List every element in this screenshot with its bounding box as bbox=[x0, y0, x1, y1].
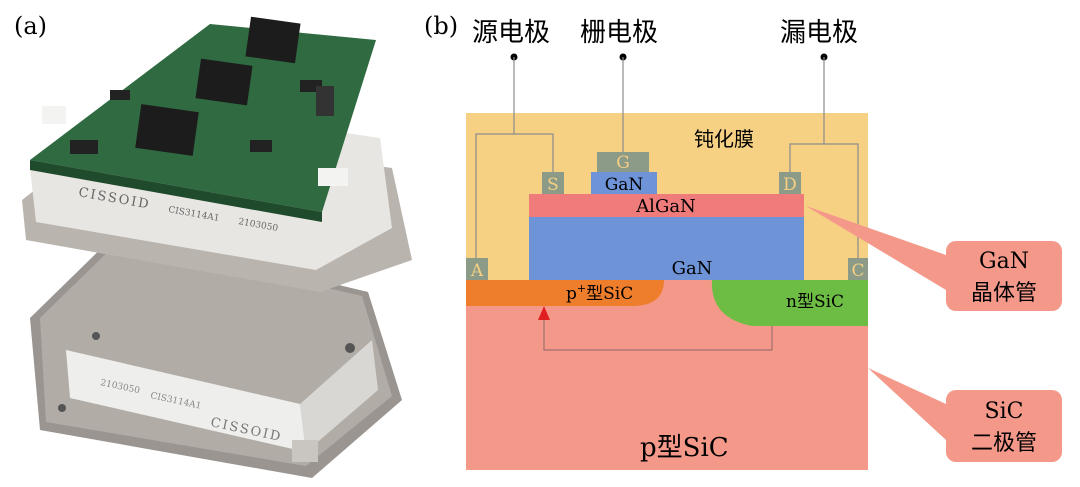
module-photo: CISSOID CIS3114A1 2103050 CISSOID CIS311… bbox=[22, 16, 412, 478]
terminal-block bbox=[318, 168, 348, 186]
transformer bbox=[245, 16, 301, 64]
mount-screw bbox=[345, 343, 355, 353]
p-plus-sic-label: p+型SiC bbox=[566, 282, 633, 304]
driver-pcb bbox=[30, 24, 376, 212]
connector-header bbox=[316, 86, 334, 116]
terminal-block bbox=[42, 106, 66, 124]
gan-transistor-callout: GaN 晶体管 bbox=[806, 206, 1062, 311]
current-path bbox=[538, 306, 773, 351]
current-arrow-head bbox=[538, 306, 550, 320]
source-electrode-label: 源电极 bbox=[472, 18, 550, 48]
source-contact bbox=[542, 172, 564, 194]
cathode-wire bbox=[824, 143, 859, 258]
source-wire bbox=[513, 57, 554, 172]
cathode-contact-letter: C bbox=[851, 261, 864, 281]
algan-label: AlGaN bbox=[635, 196, 696, 217]
gan-callout-box bbox=[946, 241, 1062, 311]
panel-label-a: (a) bbox=[14, 12, 47, 40]
drain-contact-letter: D bbox=[783, 175, 797, 195]
anode-contact bbox=[466, 258, 488, 280]
algan-barrier-layer bbox=[529, 194, 804, 217]
panel-label-b: (b) bbox=[424, 12, 458, 40]
ic-chip bbox=[250, 140, 272, 152]
sic-callout-pointer bbox=[868, 368, 946, 440]
lower-housing-front bbox=[66, 350, 306, 452]
lower-foot bbox=[292, 440, 318, 462]
gate-contact-letter: G bbox=[616, 153, 630, 173]
gate-electrode-label: 栅电极 bbox=[580, 18, 658, 48]
gan-channel-label: GaN bbox=[672, 258, 713, 279]
gan-callout-pointer bbox=[806, 206, 946, 290]
mount-screw bbox=[58, 404, 66, 412]
wiring bbox=[475, 57, 859, 258]
drain-contact bbox=[779, 172, 801, 194]
p-plus-sic-region bbox=[466, 280, 664, 306]
sic-callout-box bbox=[946, 390, 1062, 462]
transformer bbox=[195, 58, 253, 106]
sic-callout-line1: SiC bbox=[985, 399, 1024, 424]
current-path-line bbox=[543, 318, 773, 351]
source-contact-letter: S bbox=[547, 175, 559, 195]
gan-channel-layer bbox=[529, 217, 804, 280]
gan-callout-line2: 晶体管 bbox=[971, 281, 1037, 306]
gan-callout-line1: GaN bbox=[979, 249, 1029, 274]
gan-cap-layer bbox=[591, 172, 657, 194]
drain-wire bbox=[789, 57, 825, 172]
transformer bbox=[135, 104, 199, 156]
anode-contact-letter: A bbox=[470, 261, 484, 281]
gate-contact bbox=[597, 152, 649, 172]
sic-diode-callout: SiC 二极管 bbox=[868, 368, 1062, 462]
gan-cap-label: GaN bbox=[605, 175, 644, 195]
lower-housing-side bbox=[300, 340, 378, 452]
drain-electrode-label: 漏电极 bbox=[780, 18, 858, 48]
p-sic-label: p型SiC bbox=[640, 433, 729, 463]
ic-chip bbox=[110, 90, 130, 100]
anode-wire bbox=[475, 133, 514, 258]
mount-screw bbox=[92, 332, 100, 340]
driver-pcb-edge bbox=[30, 160, 322, 222]
cathode-contact bbox=[848, 258, 868, 280]
sic-callout-line2: 二极管 bbox=[971, 431, 1037, 456]
n-sic-label: n型SiC bbox=[786, 292, 844, 312]
passivation-label: 钝化膜 bbox=[694, 127, 754, 151]
n-sic-region bbox=[711, 280, 868, 326]
ic-chip bbox=[70, 140, 98, 154]
